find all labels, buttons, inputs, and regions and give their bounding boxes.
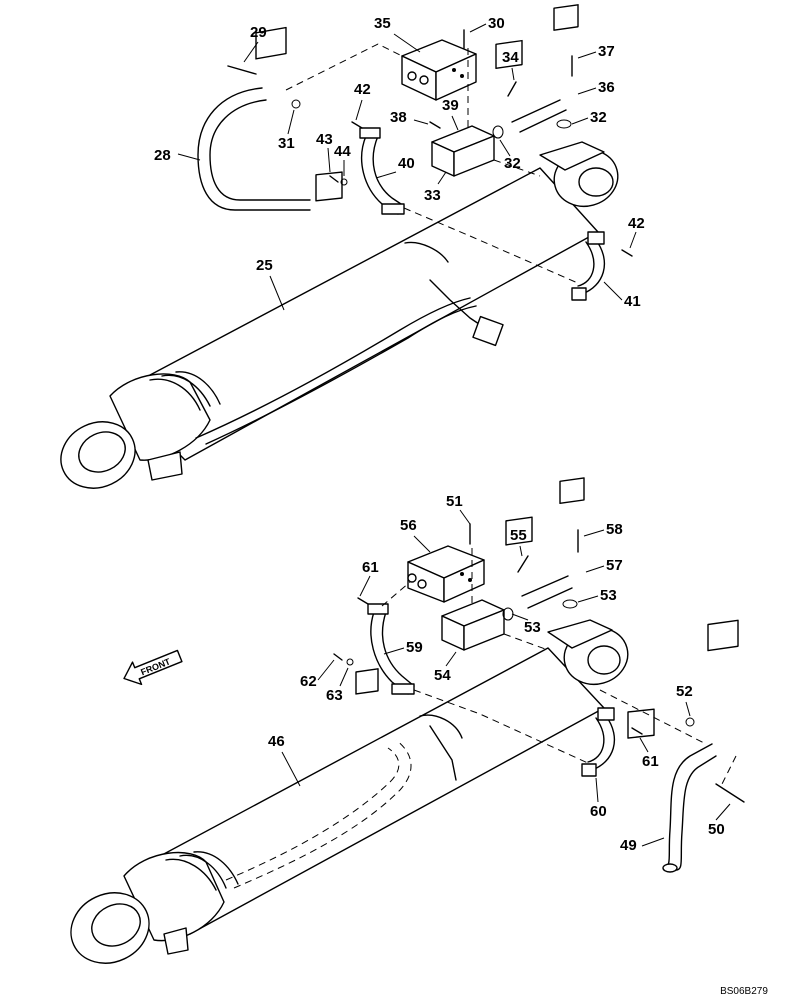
callouts-lower: 51 56 55 58 57 61 53 53 59 54 62 63 52 [268, 493, 731, 854]
pipe-28 [197, 26, 343, 211]
callout-33: 33 [424, 187, 441, 204]
callout-36: 36 [598, 79, 615, 96]
front-arrow: FRONT [123, 649, 183, 686]
callout-44: 44 [334, 143, 351, 160]
callout-28: 28 [154, 147, 171, 164]
reference-code: BS06B279 [720, 986, 768, 997]
callout-32b: 32 [504, 155, 521, 172]
callouts-upper: 29 35 30 34 37 36 42 38 39 32 31 43 44 [154, 15, 645, 311]
callout-51: 51 [446, 493, 463, 510]
callout-61: 61 [362, 559, 379, 576]
callout-60: 60 [590, 803, 607, 820]
callout-35: 35 [374, 15, 391, 32]
callout-52: 52 [676, 683, 693, 700]
bolts-upper [227, 29, 633, 257]
callout-59: 59 [406, 639, 423, 656]
pipe-49 [627, 619, 739, 873]
valve-35 [401, 39, 477, 101]
clamp-59 [367, 603, 415, 695]
callout-38: 38 [390, 109, 407, 126]
cylinder-46 [70, 619, 629, 964]
callout-57: 57 [606, 557, 623, 574]
block-54 [441, 599, 505, 651]
block-33 [431, 125, 495, 177]
callout-41: 41 [624, 293, 641, 310]
callout-56: 56 [400, 517, 417, 534]
callout-50: 50 [708, 821, 725, 838]
pipe-36 [492, 4, 579, 139]
callout-30: 30 [488, 15, 505, 32]
callout-55: 55 [510, 527, 527, 544]
clamp-41 [571, 231, 606, 301]
callout-58: 58 [606, 521, 623, 538]
callout-34: 34 [502, 49, 519, 66]
lower-assembly: FRONT 51 56 55 58 57 61 53 53 59 54 62 [70, 477, 745, 964]
callout-62: 62 [300, 673, 317, 690]
callout-53: 53 [600, 587, 617, 604]
clamp-60 [581, 707, 616, 777]
callout-46: 46 [268, 733, 285, 750]
callout-63: 63 [326, 687, 343, 704]
callout-37: 37 [598, 43, 615, 60]
callout-49: 49 [620, 837, 637, 854]
callout-43: 43 [316, 131, 333, 148]
callout-29: 29 [250, 24, 267, 41]
cylinder-25 [60, 141, 619, 489]
callout-42: 42 [354, 81, 371, 98]
callout-53b: 53 [524, 619, 541, 636]
callout-39: 39 [442, 97, 459, 114]
callout-42b: 42 [628, 215, 645, 232]
valve-56 [407, 545, 485, 603]
bolts-lower [333, 523, 745, 803]
callout-61b: 61 [642, 753, 659, 770]
alignment-lines-lower [381, 548, 737, 789]
callout-54: 54 [434, 667, 451, 684]
upper-assembly: 29 35 30 34 37 36 42 38 39 32 31 43 44 [60, 4, 645, 489]
clamp-40 [359, 127, 405, 215]
callout-40: 40 [398, 155, 415, 172]
pipe-57 [502, 477, 585, 621]
callout-25: 25 [256, 257, 273, 274]
callout-31: 31 [278, 135, 295, 152]
alignment-lines-upper [285, 43, 581, 285]
callout-32: 32 [590, 109, 607, 126]
